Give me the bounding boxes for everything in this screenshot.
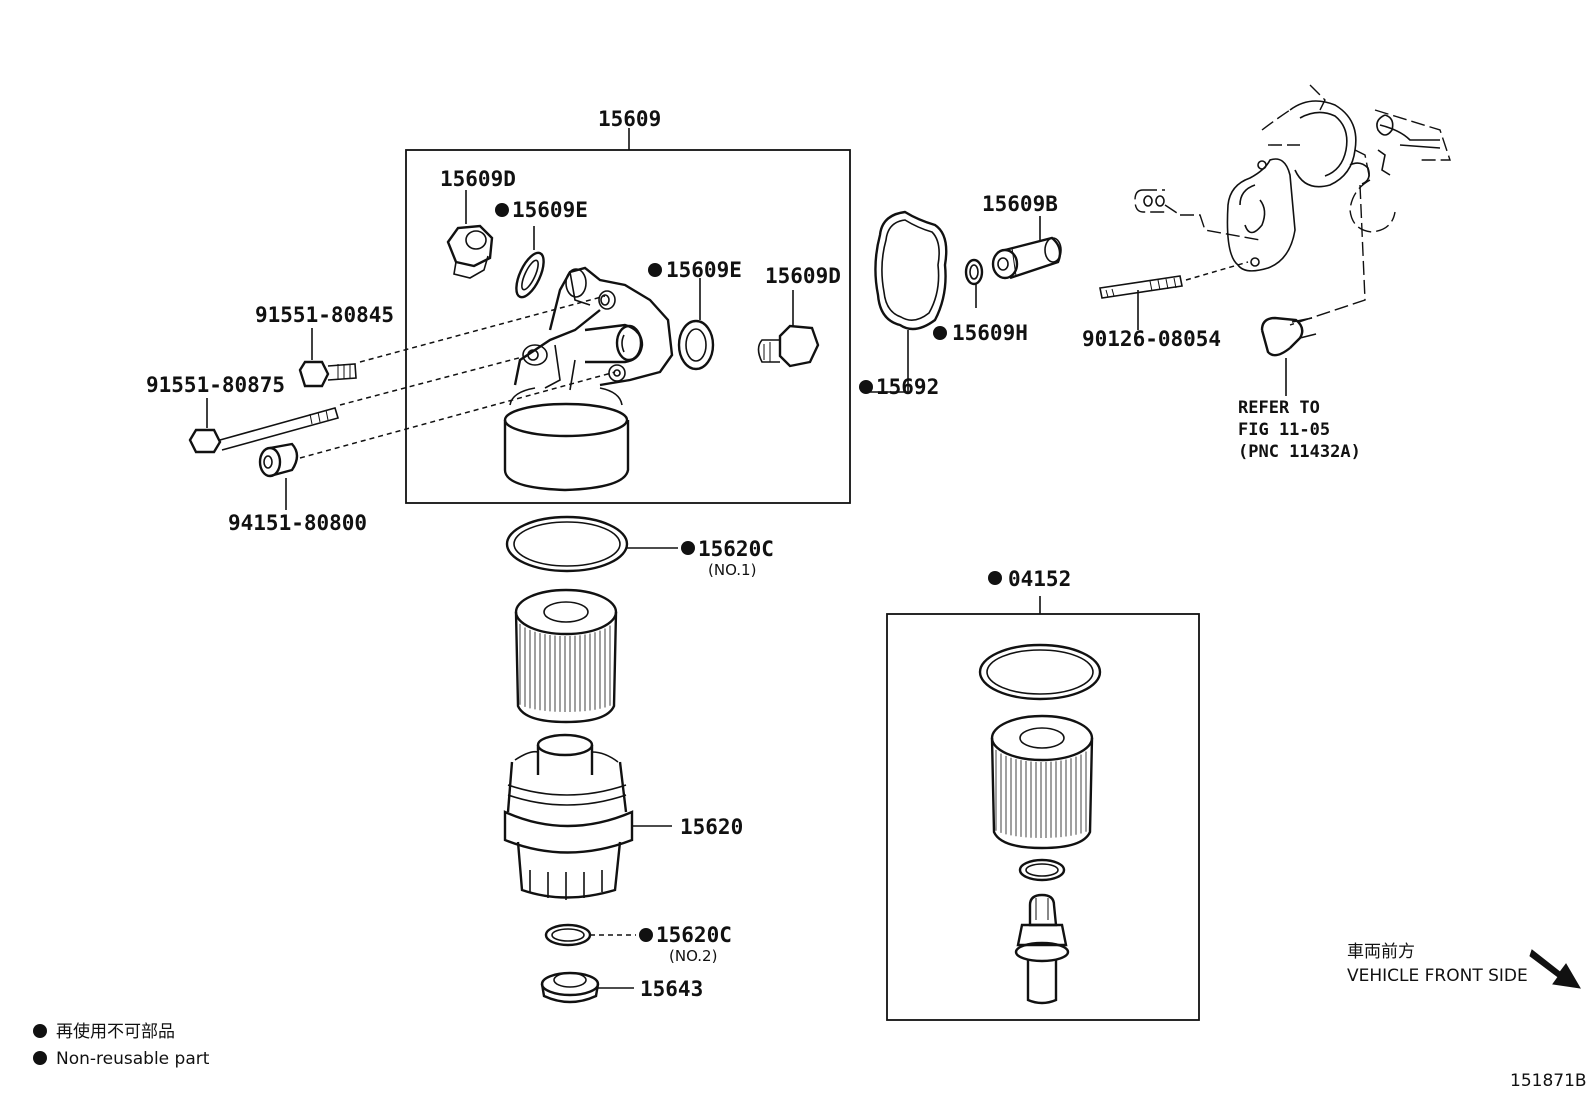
non-reusable-dot-icon <box>33 1051 47 1065</box>
label-15609: 15609 <box>598 107 661 131</box>
label-94151-80800: 94151-80800 <box>228 511 367 535</box>
non-reusable-dot <box>648 263 662 277</box>
legend-jp: 再使用不可部品 <box>56 1021 175 1042</box>
direction-en: VEHICLE FRONT SIDE <box>1347 966 1528 986</box>
gasket-15609E-right: 15609E <box>648 258 742 371</box>
label-15620C-no2-sub: (NO.2) <box>669 947 717 965</box>
bolt-91551-80845: 91551-80845 <box>255 295 606 388</box>
direction-jp: 車両前方 <box>1347 942 1415 962</box>
vehicle-front-indicator: 車両前方 VEHICLE FRONT SIDE <box>1347 942 1581 989</box>
oil-filter-cap-15620: 15620 <box>503 733 743 900</box>
refer-line-2: FIG 11-05 <box>1238 420 1330 440</box>
engine-block-fragment <box>1134 84 1451 326</box>
oil-filter-bracket-drawing <box>503 266 674 492</box>
label-15620C-no1: 15620C <box>698 537 774 561</box>
non-reusable-dot <box>495 203 509 217</box>
assembly-box-15609: 15609 <box>405 107 851 504</box>
label-15692: 15692 <box>876 375 939 399</box>
label-15620: 15620 <box>680 815 743 839</box>
collar-94151-80800: 94151-80800 <box>228 371 616 535</box>
label-15609H: 15609H <box>952 321 1028 345</box>
oring-15620C-no2: 15620C (NO.2) <box>544 923 732 965</box>
pipe-15609B: 15609B <box>982 192 1062 280</box>
label-91551-80845: 91551-80845 <box>255 303 394 327</box>
refer-line-3: (PNC 11432A) <box>1238 442 1361 462</box>
label-15643: 15643 <box>640 977 703 1001</box>
gasket-15609E-left: 15609E <box>495 198 588 299</box>
label-91551-80875: 91551-80875 <box>146 373 285 397</box>
plug-15609D-left: 15609D <box>440 167 516 279</box>
non-reusable-dot-icon <box>33 1024 47 1038</box>
filter-element-left <box>514 588 618 724</box>
figure-id: 151871B <box>1510 1071 1587 1091</box>
non-reusable-dot <box>988 571 1002 585</box>
bolt-91551-80875: 91551-80875 <box>146 354 531 454</box>
legend: 再使用不可部品 Non-reusable part <box>33 1021 210 1069</box>
label-15609D-right: 15609D <box>765 264 841 288</box>
label-04152: 04152 <box>1008 567 1071 591</box>
non-reusable-dot <box>933 326 947 340</box>
label-15609E-left: 15609E <box>512 198 588 222</box>
legend-en: Non-reusable part <box>56 1049 210 1069</box>
label-15609D-left: 15609D <box>440 167 516 191</box>
label-15609B: 15609B <box>982 192 1058 216</box>
refer-line-1: REFER TO <box>1238 398 1320 418</box>
stud-90126-08054: 90126-08054 <box>1082 261 1249 351</box>
label-15609E-right: 15609E <box>666 258 742 282</box>
gasket-15609H: 15609H <box>933 258 1028 345</box>
label-15620C-no1-sub: (NO.1) <box>708 561 756 579</box>
label-90126-08054: 90126-08054 <box>1082 327 1221 351</box>
plug-15643: 15643 <box>540 971 703 1004</box>
front-direction-arrow-icon <box>1529 949 1581 989</box>
non-reusable-dot <box>639 928 653 942</box>
drain-plug-refer: REFER TO FIG 11-05 (PNC 11432A) <box>1238 316 1361 462</box>
gasket-15692: 15692 <box>859 210 948 399</box>
non-reusable-dot <box>681 541 695 555</box>
element-kit-box-04152: 04152 <box>886 567 1200 1021</box>
label-15620C-no2: 15620C <box>656 923 732 947</box>
plug-15609D-right: 15609D <box>757 264 841 368</box>
non-reusable-dot <box>859 380 873 394</box>
oring-15620C-no1: 15620C (NO.1) <box>505 515 774 579</box>
